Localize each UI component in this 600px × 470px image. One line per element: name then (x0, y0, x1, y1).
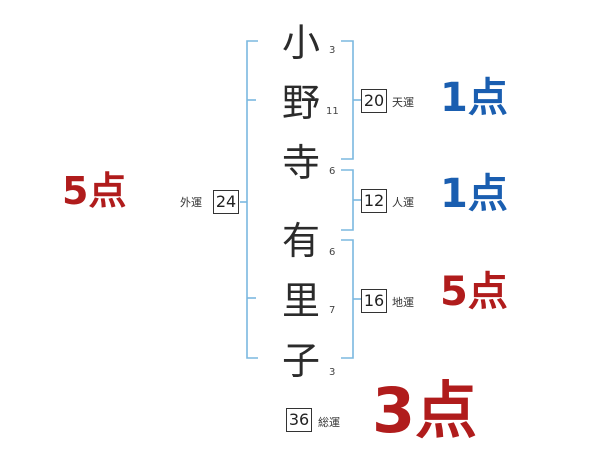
given-char-2: 里 (281, 279, 320, 323)
outer-bracket (240, 40, 258, 359)
chikaku-value-box: 16 (361, 289, 387, 313)
surname-char-3: 寺 (281, 141, 320, 185)
heaven-bracket (341, 40, 361, 160)
surname-char-1: 小 (281, 21, 320, 65)
soukaku-score: 3点 (372, 374, 478, 447)
earth-bracket (341, 239, 361, 359)
gaikaku-value-box: 24 (213, 190, 239, 214)
tenkaku-label: 天運 (392, 96, 414, 109)
gaikaku-label: 外運 (180, 196, 202, 209)
stroke-count: 11 (326, 106, 339, 117)
stroke-count: 6 (329, 247, 336, 258)
soukaku-label: 総運 (318, 416, 340, 429)
chikaku-label: 地運 (392, 296, 414, 309)
jinkaku-score: 1点 (440, 171, 508, 217)
gaikaku-score: 5点 (62, 169, 127, 213)
jinkaku-label: 人運 (392, 196, 414, 209)
stroke-count: 3 (329, 367, 336, 378)
chikaku-score: 5点 (440, 269, 508, 315)
tenkaku-value-box: 20 (361, 89, 387, 113)
given-char-3: 子 (281, 339, 320, 383)
jinkaku-value-box: 12 (361, 189, 387, 213)
stroke-count: 3 (329, 45, 336, 56)
stroke-count: 7 (329, 305, 336, 316)
surname-char-2: 野 (281, 81, 320, 125)
person-bracket (341, 169, 361, 231)
soukaku-value-box: 36 (286, 408, 312, 432)
tenkaku-score: 1点 (440, 75, 508, 121)
given-char-1: 有 (281, 219, 320, 263)
stroke-count: 6 (329, 166, 336, 177)
